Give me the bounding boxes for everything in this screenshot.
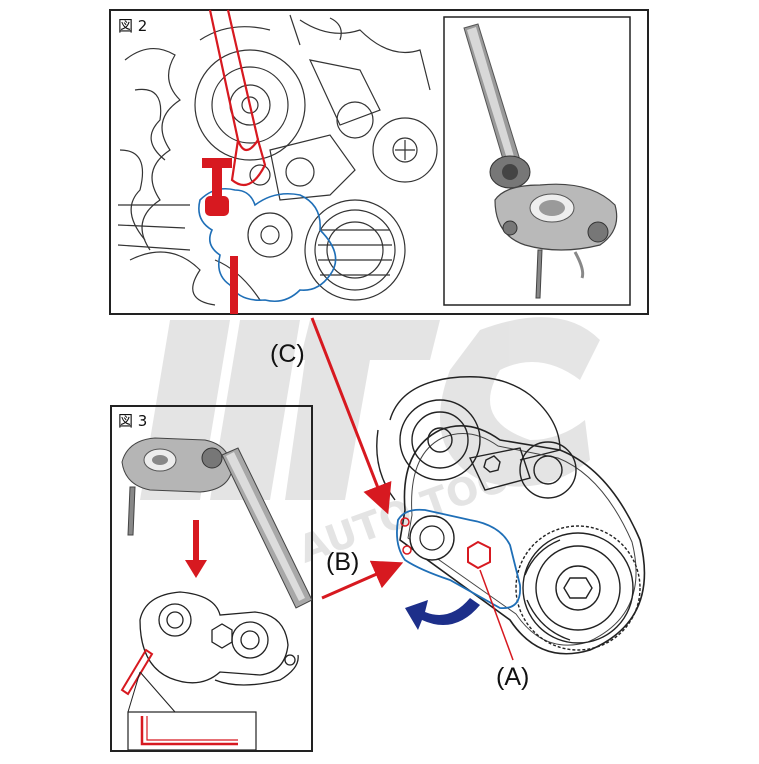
figure-3-label: 図 3: [118, 412, 147, 430]
arrow-c-pointer-icon: [310, 317, 392, 515]
tensioner-bolt: [467, 540, 491, 570]
callout-a: (A): [496, 663, 529, 691]
callout-c: (C): [270, 340, 305, 368]
red-pin-fig2: [202, 158, 232, 168]
tensioner-photo-inset: [443, 16, 631, 306]
tensioner-main: [396, 508, 522, 609]
main-belt-diagram: [376, 376, 646, 655]
red-rod-fig2: [230, 256, 238, 314]
callout-b: (B): [326, 548, 359, 576]
figure-2-frame: [109, 9, 649, 315]
tensioner-outline-fig2: [198, 187, 337, 303]
red-tool-fig2: [208, 9, 267, 187]
figure-2-panel: 図 2: [109, 9, 649, 315]
arrow-b-pointer-icon: [321, 560, 404, 600]
figure-2-label: 図 2: [118, 17, 147, 35]
down-arrow-icon: [185, 560, 207, 578]
figure-3-panel: 図 3: [110, 405, 313, 752]
engine-line-drawing: [117, 14, 438, 306]
arrow-a-pointer-line: [479, 569, 514, 661]
rotation-arrow-icon: [405, 598, 480, 630]
figure-3-frame: [110, 405, 313, 752]
